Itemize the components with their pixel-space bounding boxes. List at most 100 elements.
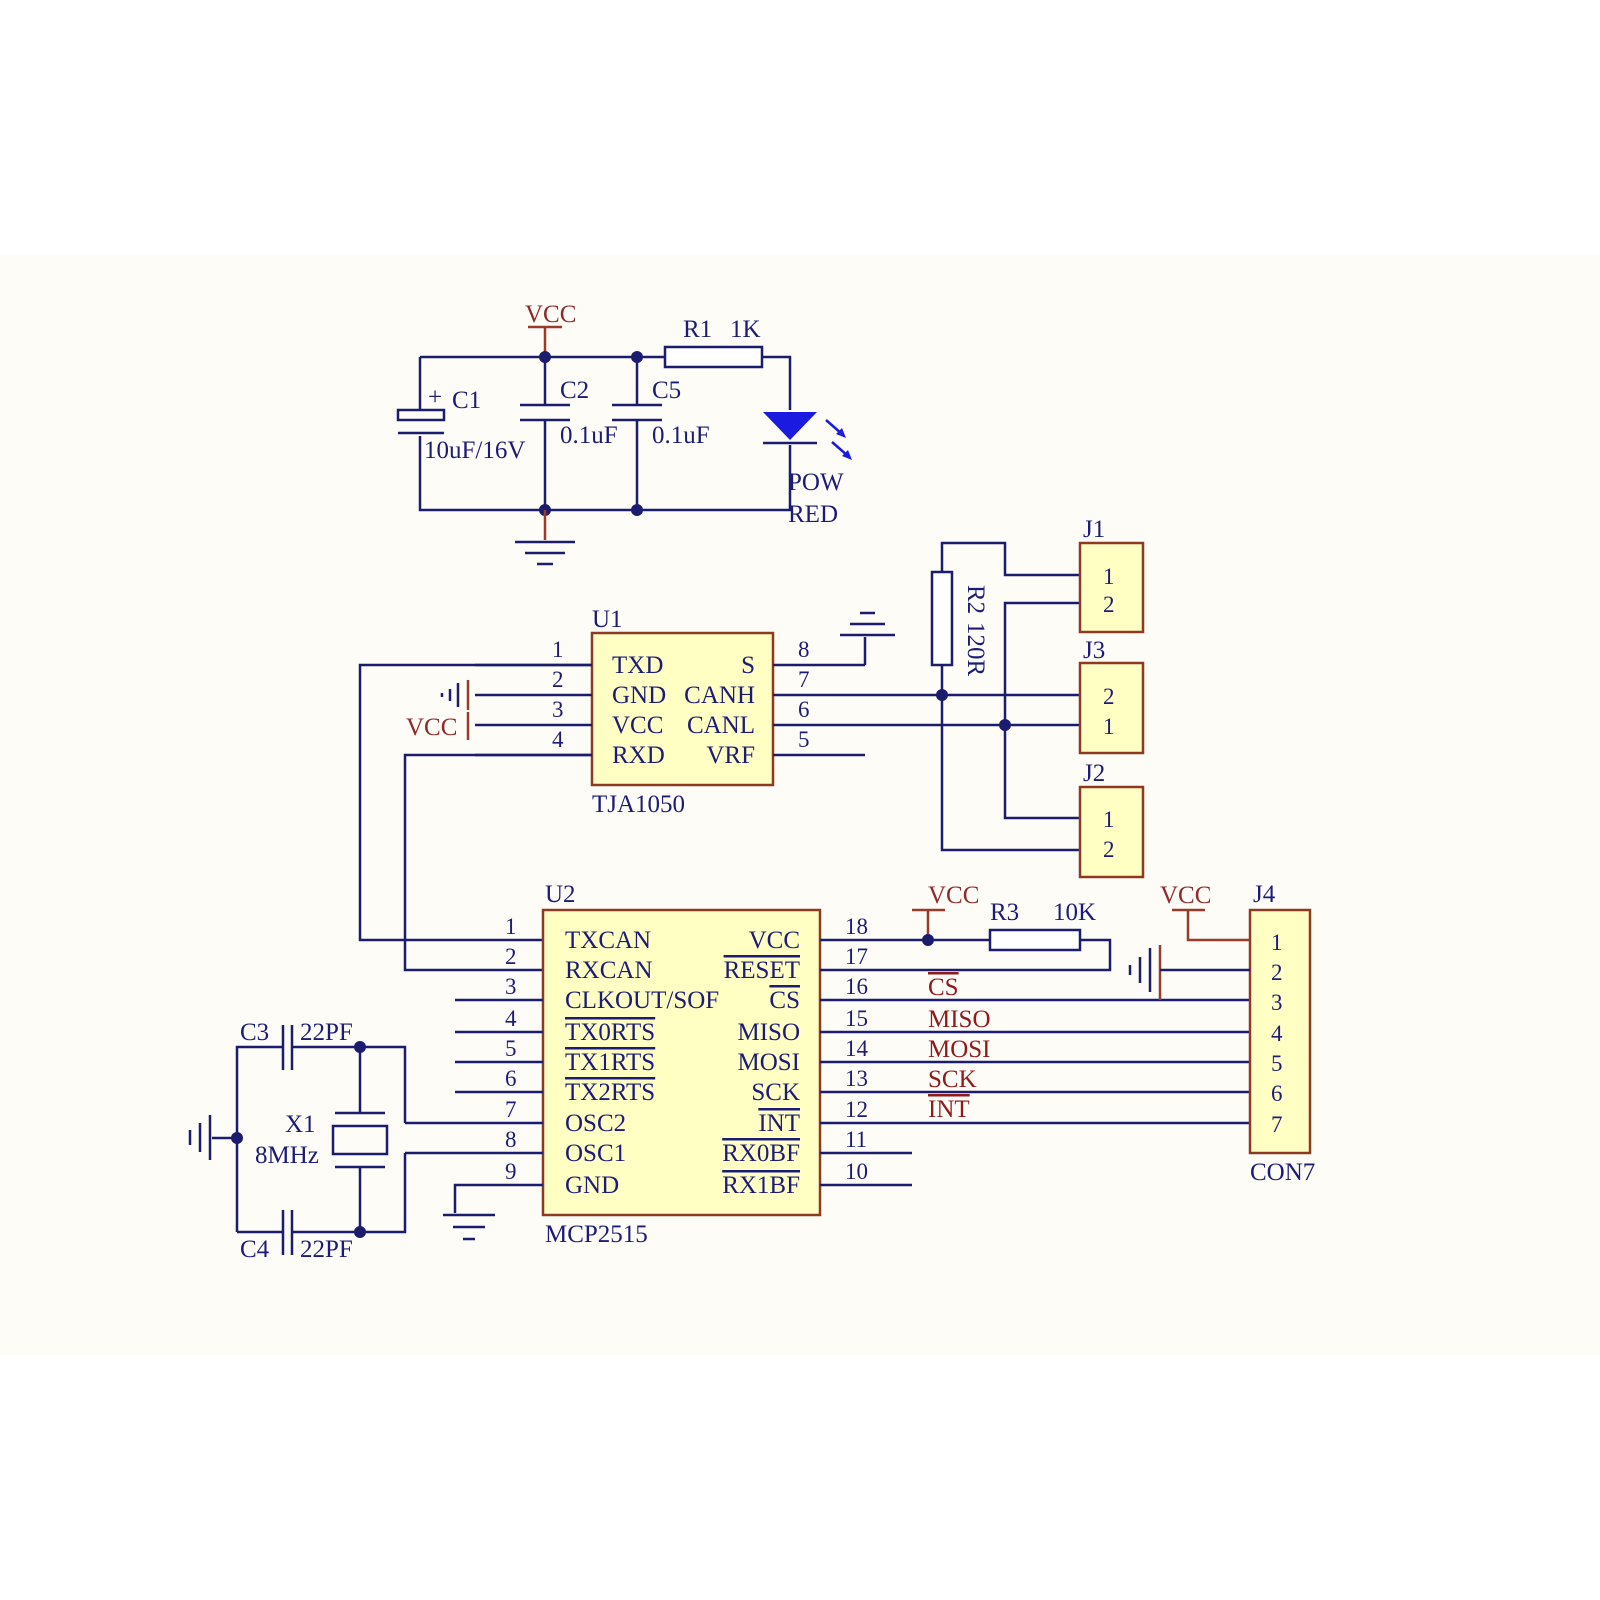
u1-vcc-label: VCC (406, 714, 457, 741)
vcc-label: VCC (525, 301, 576, 328)
c1-ref: C1 (452, 387, 481, 414)
junction-dot (936, 689, 948, 701)
c2-ref: C2 (560, 377, 589, 404)
ground-icon (840, 611, 895, 637)
c3-ref: C3 (240, 1019, 269, 1046)
u2-pin-name: RX0BF (722, 1140, 800, 1167)
net-label-miso: MISO (928, 1006, 991, 1033)
r1-ref: R1 (683, 316, 712, 343)
j4-pin: 5 (1271, 1051, 1283, 1076)
u2-pin-name: TX2RTS (565, 1079, 655, 1106)
u2-vcc-label: VCC (928, 882, 979, 909)
u2-part: MCP2515 (545, 1221, 648, 1248)
u1-pin-name: VRF (706, 742, 755, 769)
j4-pin: 2 (1271, 960, 1283, 985)
u1-pin-num: 6 (798, 697, 810, 722)
junction-dot (231, 1132, 243, 1144)
crystal-icon (331, 1124, 389, 1156)
u2-pin-name: RX1BF (722, 1172, 800, 1199)
u2-pin-num: 9 (505, 1159, 517, 1184)
u1-pin-name: S (741, 652, 755, 679)
crystal-section: C3 22PF C4 22PF X1 8MHz (188, 1019, 407, 1263)
c5-plates (612, 403, 662, 422)
u1-pin-num: 3 (552, 697, 564, 722)
junction-dot (922, 934, 934, 946)
j4-connector (1248, 908, 1312, 1155)
junction-dot (354, 1041, 366, 1053)
power-section: VCC R1 1K + C1 10uF/16V C2 0.1uF C5 0.1u… (396, 301, 852, 566)
net-label-int: INT (928, 1096, 970, 1123)
j1-ref: J1 (1083, 516, 1105, 543)
x1-value: 8MHz (255, 1142, 319, 1169)
j4-ref: J4 (1253, 881, 1276, 908)
u2-pins (405, 938, 1250, 1213)
led-label-line2: RED (788, 501, 838, 528)
u2-pin-name: TXCAN (565, 927, 651, 954)
u1-pin-num: 8 (798, 637, 810, 662)
j1-connector (1078, 541, 1145, 634)
j2-pin: 2 (1103, 837, 1115, 862)
c5-ref: C5 (652, 377, 681, 404)
c1-value: 10uF/16V (424, 437, 525, 464)
c4-value: 22PF (300, 1236, 353, 1263)
u2-pin-num: 12 (845, 1097, 868, 1122)
u2-pin-name: TX1RTS (565, 1049, 655, 1076)
u2-pin-name: GND (565, 1172, 619, 1199)
j2-pin: 1 (1103, 807, 1115, 832)
net-label-mosi: MOSI (928, 1036, 991, 1063)
u2-pin-num: 8 (505, 1127, 517, 1152)
junction-dot (354, 1226, 366, 1238)
u1-pin-num: 4 (552, 727, 564, 752)
cap-wires (543, 357, 639, 510)
u2-pin-num: 6 (505, 1066, 517, 1091)
u1-pin-name: RXD (612, 742, 665, 769)
j4-pin: 4 (1271, 1021, 1283, 1046)
u2-pin-num: 1 (505, 914, 517, 939)
u2-pin-num: 4 (505, 1006, 517, 1031)
u2-mcp2515: U2 MCP2515 1TXCAN2RXCAN3CLKOUT/SOF4TX0RT… (405, 881, 1250, 1248)
can-bus: R2 120R J1 1 2 J3 2 1 J2 1 2 (865, 516, 1145, 879)
j3-pin: 2 (1103, 684, 1115, 709)
u1-pin-num: 7 (798, 667, 810, 692)
c3-value: 22PF (300, 1019, 353, 1046)
ground-icon (515, 540, 575, 566)
crystal-plates (335, 1111, 385, 1169)
u2-pin-num: 13 (845, 1066, 868, 1091)
junction-dot (631, 504, 643, 516)
u2-pin-name: MOSI (737, 1049, 800, 1076)
ground-icon (440, 683, 460, 707)
j2-ref: J2 (1083, 760, 1105, 787)
u2-pin-name: CLKOUT/SOF (565, 987, 719, 1014)
r2-ref: R2 (962, 585, 989, 614)
j1-pin: 1 (1103, 564, 1115, 589)
led-icon (763, 412, 852, 460)
u2-pin-name: OSC2 (565, 1110, 626, 1137)
u1-ref: U1 (592, 606, 623, 633)
u2-pin-num: 14 (845, 1036, 869, 1061)
j4-pin: 1 (1271, 930, 1283, 955)
junction-dot (631, 351, 643, 363)
u2-pin-num: 3 (505, 974, 517, 999)
u2-pin-name: CS (769, 987, 800, 1014)
u2-pin-num: 7 (505, 1097, 517, 1122)
u1-part: TJA1050 (592, 791, 685, 818)
vcc-symbol (1158, 908, 1250, 1000)
load-cap-plates (281, 1025, 294, 1255)
net-label-sck: SCK (928, 1066, 977, 1093)
u1-pin-name: VCC (612, 712, 663, 739)
crystal-wires (212, 1045, 407, 1234)
u1-pin-name: TXD (612, 652, 663, 679)
u1-pin-num: 5 (798, 727, 810, 752)
c4-ref: C4 (240, 1236, 270, 1263)
u1-pin-name: CANH (684, 682, 755, 709)
u2-body (541, 908, 822, 1217)
r3-resistor (988, 928, 1082, 952)
j3-ref: J3 (1083, 637, 1105, 664)
r2-value: 120R (962, 622, 989, 677)
can-wires (865, 693, 1080, 727)
bus-wires (940, 541, 1080, 852)
j4-pin: 6 (1271, 1081, 1283, 1106)
u2-pin-name: RESET (724, 957, 800, 984)
c5-value: 0.1uF (652, 422, 710, 449)
